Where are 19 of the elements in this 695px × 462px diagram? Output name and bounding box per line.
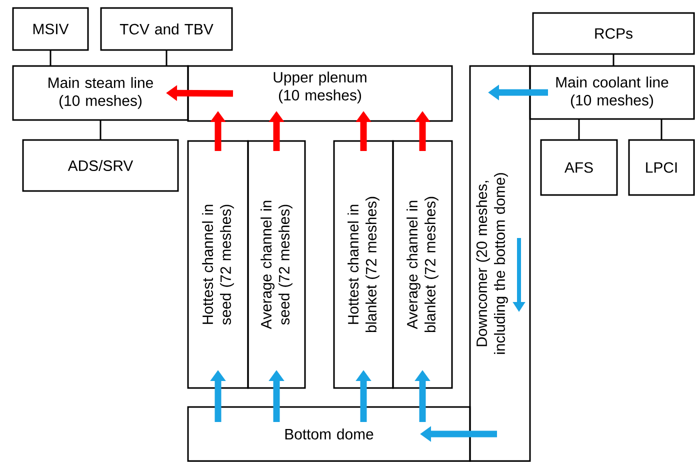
connector-line: [612, 54, 614, 66]
channel-box: Hottest channel in blanket (72 meshes): [333, 140, 394, 389]
component-box: LPCI: [628, 139, 695, 196]
connector-line: [166, 50, 168, 66]
channel-box: Average channel in seed (72 meshes): [247, 140, 306, 389]
connector-line: [660, 119, 662, 140]
connector-line: [100, 120, 102, 140]
plenum-box: Upper plenum (10 meshes): [187, 65, 453, 122]
component-box: AFS: [540, 139, 618, 196]
connector-line: [578, 119, 580, 140]
channel-box: Average channel in blanket (72 meshes): [392, 140, 453, 389]
component-box: RCPs: [532, 12, 695, 55]
downcomer-box: Downcomer (20 meshes, including the bottom dome): [469, 65, 531, 462]
connector-line: [50, 50, 52, 66]
component-box: TCV and TBV: [100, 7, 233, 51]
channel-box: Hottest channel in seed (72 meshes): [187, 140, 249, 389]
bottom-dome-box: Bottom dome: [187, 406, 471, 462]
component-box: MSIV: [12, 7, 89, 51]
component-box: ADS/SRV: [22, 139, 179, 192]
